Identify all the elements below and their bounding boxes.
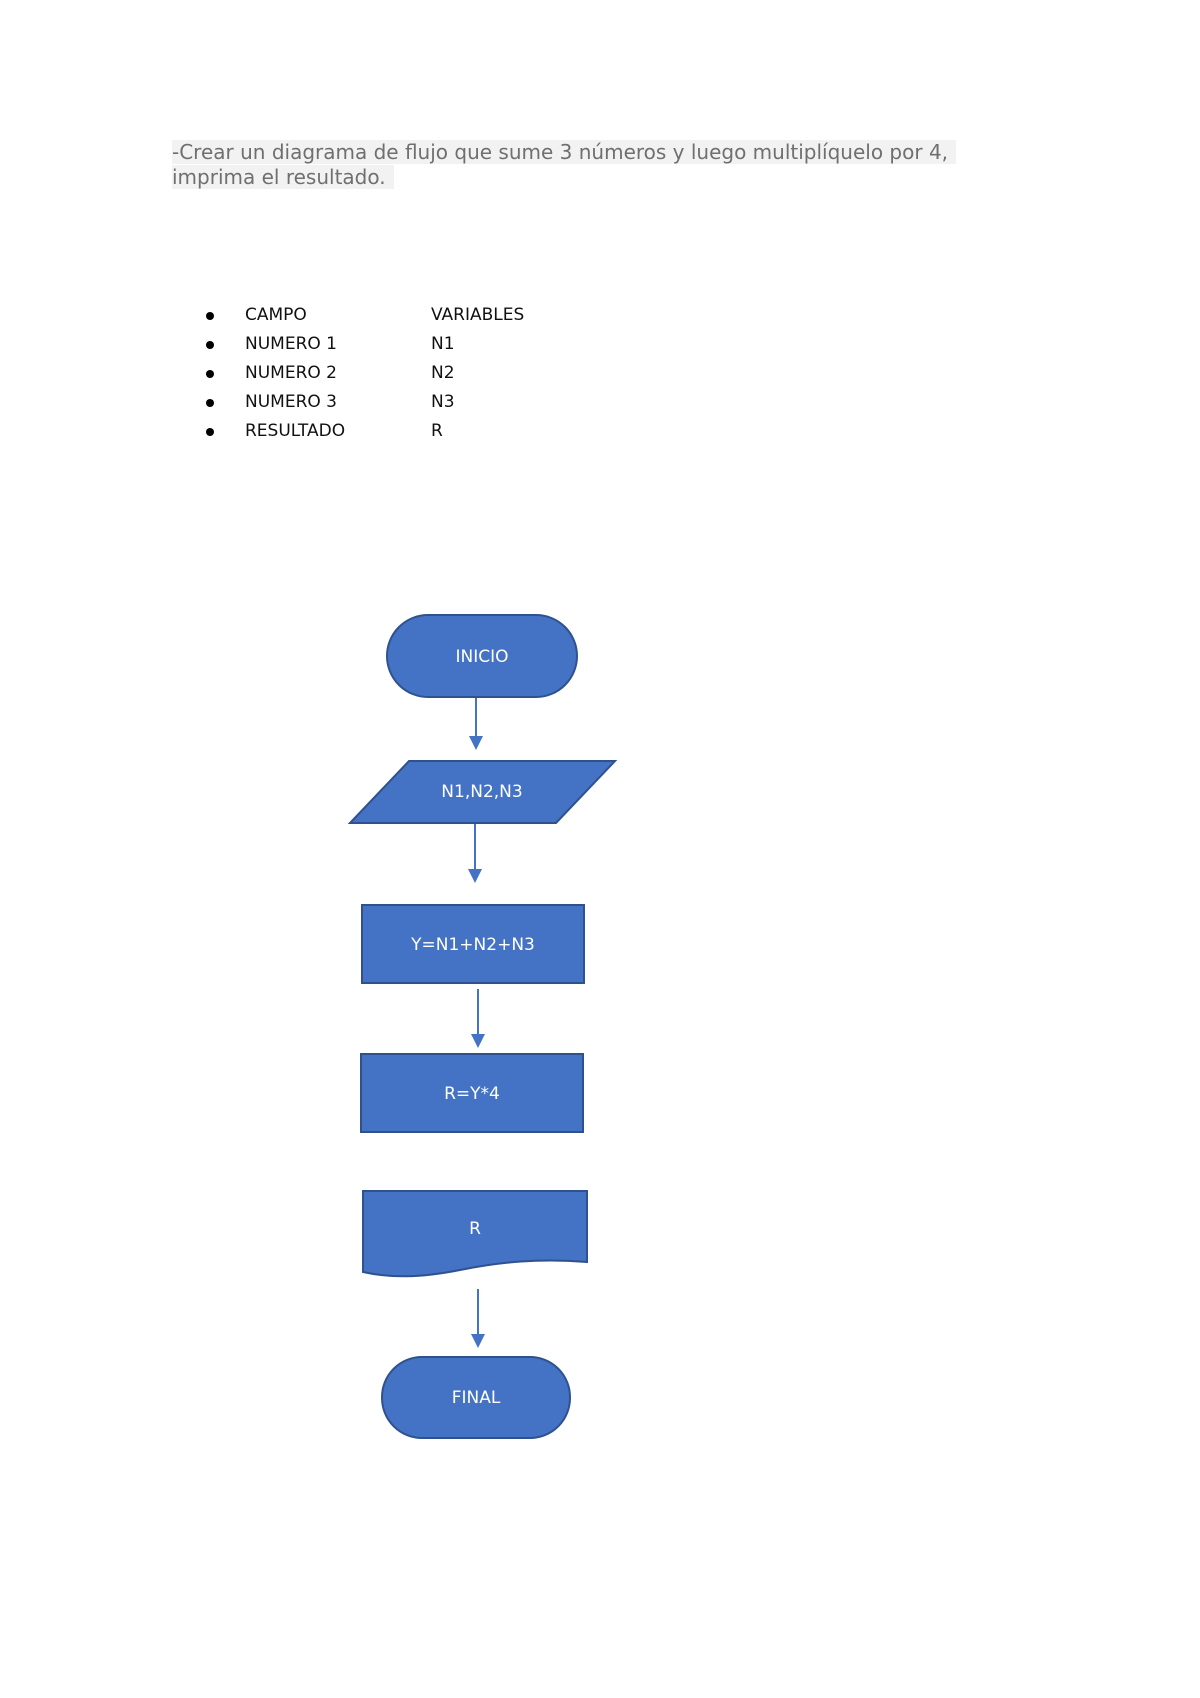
instruction-line-1: -Crear un diagrama de flujo que sume 3 n… — [172, 140, 957, 164]
input-parallelogram: N1,N2,N3 — [347, 760, 618, 824]
start-terminator-shape — [386, 614, 578, 698]
end-terminator-shape — [381, 1356, 571, 1439]
end-terminator: FINAL — [381, 1356, 571, 1439]
process-sum: Y=N1+N2+N3 — [361, 904, 585, 984]
start-label: INICIO — [455, 647, 508, 667]
campo-cell: NUMERO 1 — [245, 334, 337, 354]
variable-cell: N1 — [431, 334, 455, 354]
input-shape — [347, 760, 618, 824]
instruction-paragraph: -Crear un diagrama de flujo que sume 3 n… — [172, 140, 1012, 190]
arrowhead-icon — [471, 1334, 485, 1348]
campo-header: CAMPO — [245, 305, 307, 325]
bullet-icon — [206, 312, 214, 320]
variable-cell: N2 — [431, 363, 455, 383]
bullet-icon — [206, 370, 214, 378]
variables-header: VARIABLES — [431, 305, 525, 325]
arrowhead-icon — [471, 1034, 485, 1048]
instruction-line-2: imprima el resultado. — [172, 165, 394, 189]
campo-cell: NUMERO 2 — [245, 363, 337, 383]
process-multiply-shape — [360, 1053, 584, 1133]
output-document: R — [362, 1190, 588, 1278]
campo-cell: RESULTADO — [245, 421, 346, 441]
output-document-shape — [362, 1190, 588, 1278]
output-label: R — [469, 1219, 481, 1239]
process-multiply-label: R=Y*4 — [444, 1084, 500, 1104]
variable-cell: R — [431, 421, 443, 441]
bullet-icon — [206, 399, 214, 407]
campo-cell: NUMERO 3 — [245, 392, 337, 412]
bullet-icon — [206, 341, 214, 349]
process-multiply: R=Y*4 — [360, 1053, 584, 1133]
variable-cell: N3 — [431, 392, 455, 412]
arrowhead-icon — [469, 736, 483, 750]
process-sum-label: Y=N1+N2+N3 — [410, 935, 535, 955]
process-sum-shape — [361, 904, 585, 984]
input-label: N1,N2,N3 — [441, 782, 522, 802]
bullet-icon — [206, 428, 214, 436]
start-terminator: INICIO — [386, 614, 578, 698]
end-label: FINAL — [452, 1388, 501, 1408]
arrowhead-icon — [468, 869, 482, 883]
